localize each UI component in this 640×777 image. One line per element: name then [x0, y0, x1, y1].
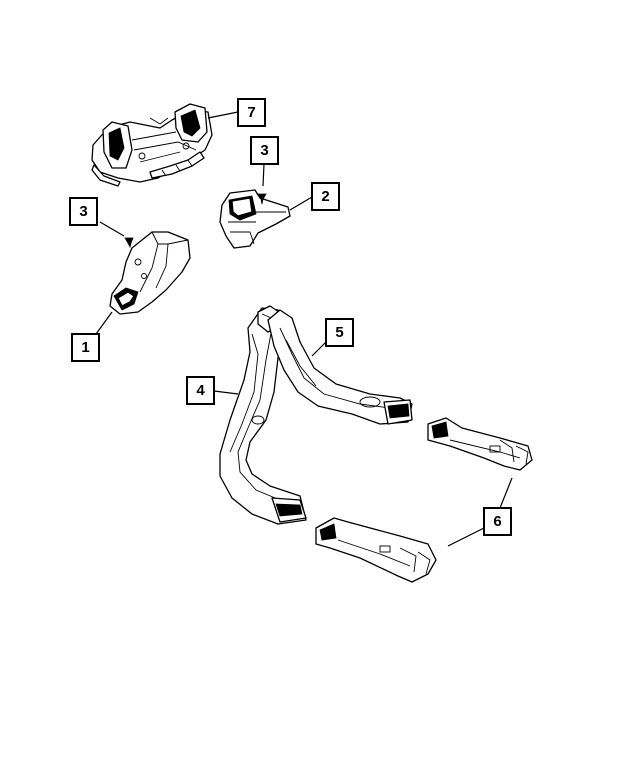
leader-7 [207, 111, 239, 119]
svg-text:3: 3 [260, 142, 268, 159]
callout-3-left: 3 [69, 197, 98, 226]
part-2-outlet-bracket[interactable] [219, 189, 291, 249]
leader-5 [311, 341, 327, 357]
callout-4: 4 [186, 376, 215, 405]
svg-text:2: 2 [321, 188, 329, 205]
leader-2 [289, 196, 313, 211]
svg-text:7: 7 [247, 104, 255, 121]
svg-text:4: 4 [196, 382, 205, 399]
callout-6: 6 [483, 507, 512, 536]
part-6-rear-duct-upper[interactable] [427, 417, 533, 471]
svg-text:1: 1 [81, 339, 89, 356]
callout-5: 5 [325, 318, 354, 347]
svg-text:5: 5 [335, 324, 343, 341]
part-6-rear-duct-lower[interactable] [315, 517, 437, 583]
part-3-clip-upper[interactable] [256, 193, 267, 205]
callout-2: 2 [311, 182, 340, 211]
svg-text:3: 3 [79, 203, 87, 220]
part-3-clip-left[interactable] [124, 237, 134, 249]
callout-7: 7 [237, 98, 266, 127]
leader-3-upper [262, 163, 265, 187]
leader-3-left [99, 221, 125, 237]
callout-1: 1 [71, 333, 100, 362]
leader-1 [95, 311, 113, 335]
leader-4 [213, 390, 239, 395]
part-5-center-floor-duct[interactable] [267, 309, 413, 425]
callout-3-upper: 3 [250, 136, 279, 165]
part-1-left-duct[interactable] [109, 231, 191, 315]
svg-text:6: 6 [493, 513, 501, 530]
leader-6-upper [499, 477, 513, 509]
leader-6-lower [447, 527, 485, 547]
part-7-upper-duct[interactable] [91, 103, 213, 187]
